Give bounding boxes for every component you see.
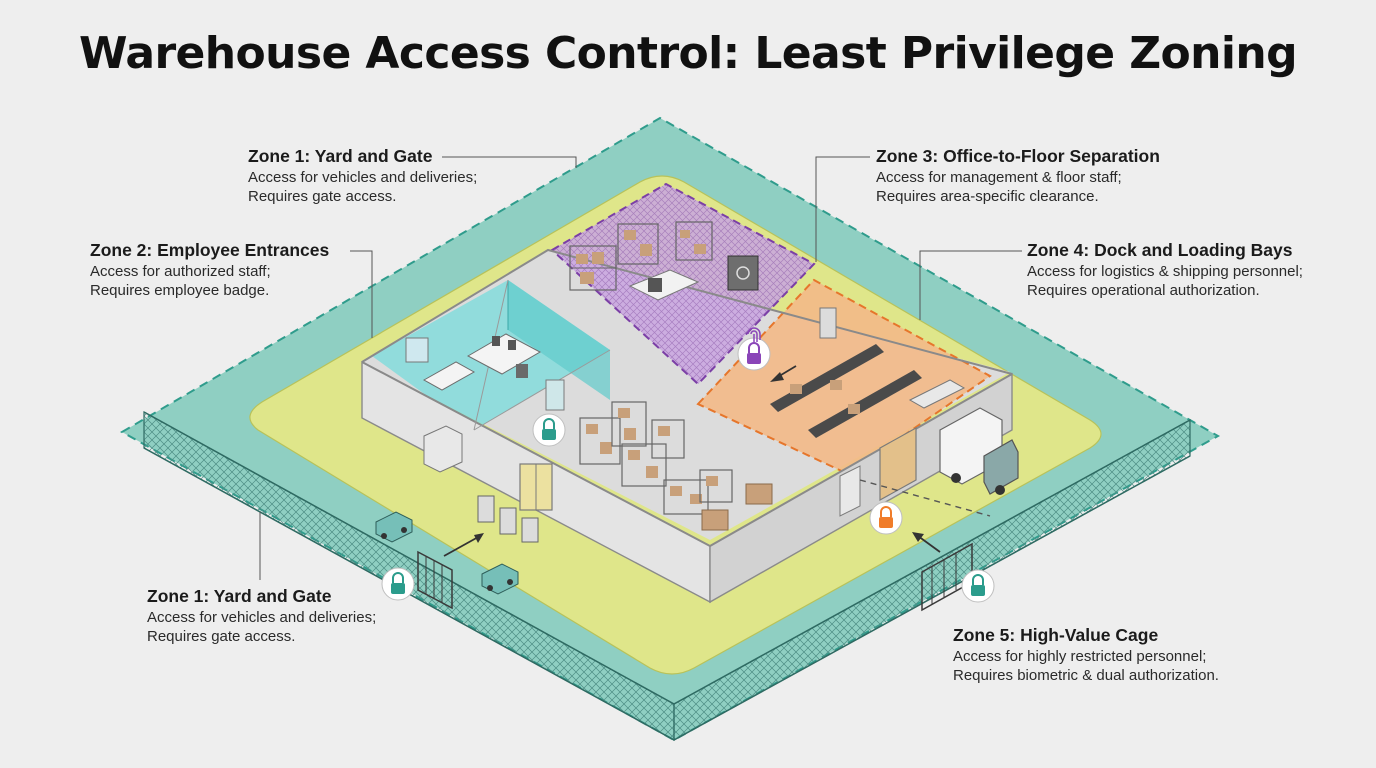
zone2-line2: Requires employee badge. xyxy=(90,282,270,299)
lock-icon-employee xyxy=(532,413,566,447)
leader-lines xyxy=(259,156,1022,580)
zone5-heading: Zone 5: High-Value Cage xyxy=(953,625,1159,645)
zone5-line1: Access for highly restricted personnel; xyxy=(953,648,1207,665)
zone1-bottom-heading: Zone 1: Yard and Gate xyxy=(147,586,332,606)
zone3-heading: Zone 3: Office-to-Floor Separation xyxy=(876,146,1160,166)
callout-zone1-top: Zone 1: Yard and Gate Access for vehicle… xyxy=(248,147,477,206)
dock-conveyors xyxy=(770,307,966,438)
zone1-bottom-line1: Access for vehicles and deliveries; xyxy=(147,609,377,626)
zone1-top-heading: Zone 1: Yard and Gate xyxy=(248,146,433,166)
zone5-line2: Requires biometric & dual authorization. xyxy=(953,667,1219,684)
truck-icon xyxy=(939,407,1019,495)
entrance-doors xyxy=(519,379,565,511)
office-desks xyxy=(405,333,542,391)
safe-icon xyxy=(727,255,759,291)
zone2-line1: Access for authorized staff; xyxy=(90,263,271,280)
zone3-line1: Access for management & floor staff; xyxy=(876,169,1122,186)
utility-box xyxy=(423,425,463,473)
floor-shelving xyxy=(579,401,773,531)
zone4-line2: Requires operational authorization. xyxy=(1027,282,1260,299)
arrow-icons xyxy=(443,365,941,557)
callout-zone5: Zone 5: High-Value Cage Access for highl… xyxy=(953,626,1219,685)
zone1-top-line1: Access for vehicles and deliveries; xyxy=(248,169,478,186)
lock-icon-office xyxy=(737,337,771,371)
cage-shelves xyxy=(569,221,713,301)
zone4-line1: Access for logistics & shipping personne… xyxy=(1027,263,1303,280)
gate-icon-left xyxy=(417,550,453,610)
callout-zone2: Zone 2: Employee Entrances Access for au… xyxy=(90,241,329,300)
page-title: Warehouse Access Control: Least Privileg… xyxy=(78,28,1298,79)
zone1-bottom-line2: Requires gate access. xyxy=(147,628,296,645)
lock-icon-gate-right xyxy=(961,569,995,603)
fingerprint-icon xyxy=(747,327,761,342)
lock-icon-dock xyxy=(869,501,903,535)
zone3-line2: Requires area-specific clearance. xyxy=(876,188,1099,205)
zone4-heading: Zone 4: Dock and Loading Bays xyxy=(1027,240,1293,260)
zone1-top-line2: Requires gate access. xyxy=(248,188,397,205)
callout-zone1-bottom: Zone 1: Yard and Gate Access for vehicle… xyxy=(147,587,376,646)
dock-zone xyxy=(696,278,992,476)
callout-zone4: Zone 4: Dock and Loading Bays Access for… xyxy=(1027,241,1303,300)
car-icon-2 xyxy=(481,563,519,595)
dock-doors xyxy=(839,426,917,517)
car-icon-1 xyxy=(375,511,413,543)
turnstile-icon xyxy=(477,495,539,543)
zone2-heading: Zone 2: Employee Entrances xyxy=(90,240,330,260)
callout-zone3: Zone 3: Office-to-Floor Separation Acces… xyxy=(876,147,1160,206)
lock-icon-gate-left xyxy=(381,567,415,601)
